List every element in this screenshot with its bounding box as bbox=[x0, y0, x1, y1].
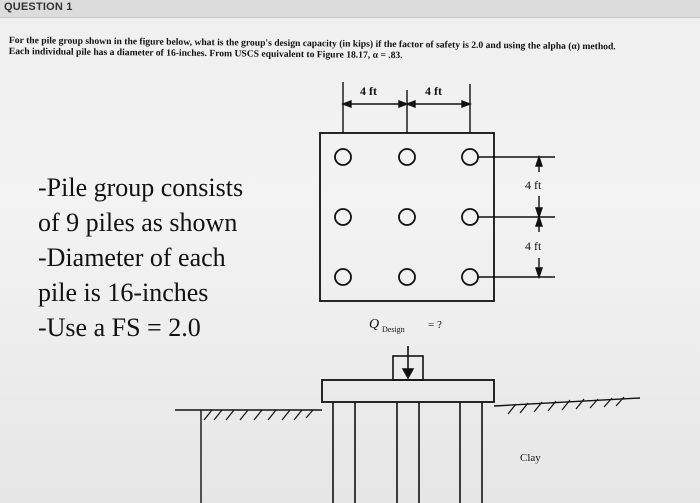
top-dimension bbox=[341, 82, 472, 133]
pile-cap-plan bbox=[319, 132, 495, 302]
pile-circle bbox=[398, 148, 416, 166]
pile-circle bbox=[334, 148, 352, 166]
piles-elevation bbox=[332, 402, 483, 503]
soil-label: Clay bbox=[520, 452, 541, 464]
pile-grid bbox=[334, 148, 479, 286]
note-line-3: -Diameter of each bbox=[38, 243, 226, 272]
pile-circle bbox=[461, 268, 479, 286]
top-dim-right-label: 4 ft bbox=[425, 84, 442, 98]
ground-surface-right bbox=[493, 396, 641, 415]
pile-circle bbox=[398, 268, 416, 286]
pile-circle bbox=[398, 208, 416, 226]
pile-circle bbox=[461, 208, 479, 226]
side-dimension bbox=[478, 154, 555, 280]
pile-circle bbox=[461, 148, 479, 166]
ground-surface-left bbox=[175, 409, 322, 503]
side-dim-top-label: 4 ft bbox=[525, 178, 542, 192]
note-line-5: -Use a FS = 2.0 bbox=[38, 313, 201, 342]
load-arrow bbox=[392, 346, 424, 381]
note-line-1: -Pile group consists bbox=[38, 173, 244, 202]
question-header: QUESTION 1 bbox=[0, 0, 700, 18]
side-dim-bottom-label: 4 ft bbox=[525, 239, 542, 253]
given-notes: -Pile group consists of 9 piles as shown… bbox=[38, 170, 243, 345]
q-suffix: = ? bbox=[428, 319, 442, 331]
q-subscript: Design bbox=[382, 325, 405, 334]
note-line-2: of 9 piles as shown bbox=[38, 208, 238, 237]
q-symbol: Q bbox=[369, 317, 379, 332]
pile-circle bbox=[334, 268, 352, 286]
pile-circle bbox=[334, 208, 352, 226]
pile-cap-elevation bbox=[321, 379, 495, 403]
top-dim-left-label: 4 ft bbox=[360, 84, 377, 98]
note-line-4: pile is 16-inches bbox=[38, 278, 209, 307]
question-number: QUESTION 1 bbox=[4, 1, 73, 13]
